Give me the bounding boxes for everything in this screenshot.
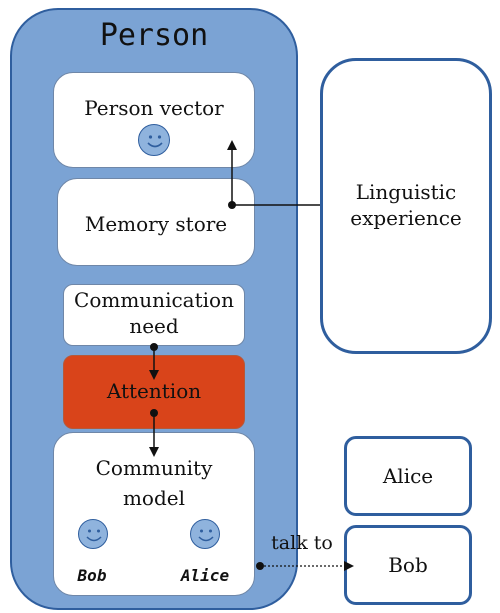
person-vector-box: Person vector (53, 72, 255, 168)
community-member-alice: Alice (180, 566, 230, 585)
communication-need-box: Communication need (63, 284, 245, 346)
linguistic-experience-label-1: Linguistic (355, 180, 457, 204)
community-member-bob: Bob (77, 566, 107, 585)
communication-need-label-1: Communication (74, 288, 234, 312)
communication-need-label-2: need (129, 314, 179, 338)
memory-store-box: Memory store (57, 178, 255, 266)
community-model-box: Community model (53, 432, 255, 596)
linguistic-experience-box: Linguistic experience (320, 58, 492, 354)
community-model-label-1: Community (95, 456, 213, 480)
linguistic-experience-label-2: experience (350, 206, 462, 230)
bob-box: Bob (344, 525, 472, 605)
alice-box-label: Alice (382, 464, 434, 488)
person-vector-label: Person vector (84, 96, 224, 120)
person-vector-face-icon (138, 124, 170, 156)
alice-face-icon (190, 519, 220, 549)
bob-box-label: Bob (388, 553, 428, 577)
alice-box: Alice (344, 436, 472, 516)
community-model-label-2: model (122, 486, 186, 510)
memory-store-label: Memory store (84, 212, 228, 236)
attention-label: Attention (106, 379, 202, 403)
person-title: Person (99, 18, 209, 53)
bob-face-icon (78, 519, 108, 549)
talk-to-label: talk to (271, 532, 333, 554)
